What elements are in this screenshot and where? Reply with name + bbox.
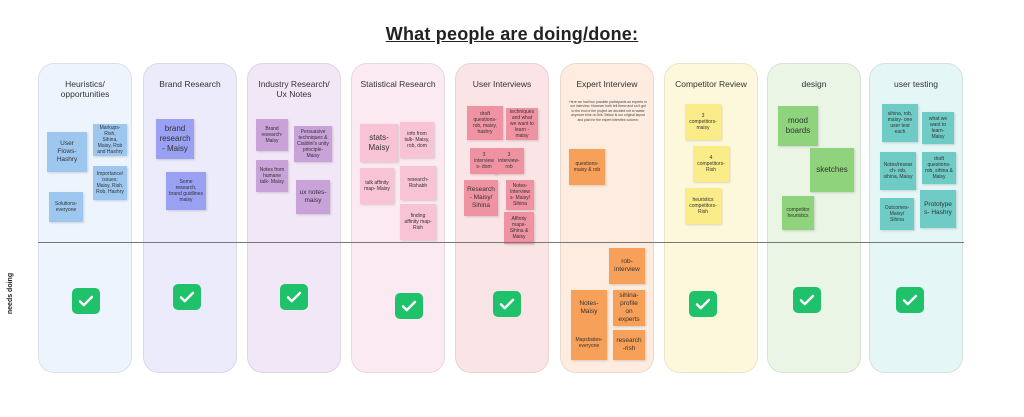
column-design: design mood boards sketches competitor h… (767, 63, 861, 373)
column-title: Heuristics/ opportunities (60, 79, 110, 99)
done-check[interactable] (173, 284, 201, 310)
check-icon (902, 294, 918, 306)
sticky-note[interactable]: research -rish (613, 330, 645, 360)
sticky-note[interactable]: Prototypes- Hashry (920, 190, 956, 228)
sticky-note[interactable]: 4 competitors- Rish (693, 146, 729, 182)
sticky-note[interactable]: talk affinity map- Maisy (360, 168, 394, 204)
done-check[interactable] (72, 288, 100, 314)
sticky-note[interactable]: mood boards (778, 106, 818, 146)
sticky-note[interactable]: stats- Maisy (360, 124, 398, 162)
sticky-note[interactable]: Notes from humane talk- Maisy (256, 160, 288, 192)
check-icon (179, 291, 195, 303)
sticky-note[interactable]: 3 interview- rob (494, 148, 524, 174)
sticky-note[interactable]: User Flows- Hashry (47, 132, 87, 172)
column-description: Here we had two possible participants as… (569, 100, 647, 122)
sticky-note[interactable]: Mapsbsites- everyone (571, 326, 607, 360)
sticky-note[interactable]: finding affinity map- Rish (400, 204, 436, 240)
sticky-note[interactable]: what we want to learn- Maisy (922, 112, 954, 144)
sticky-note[interactable]: Notes- Maisy (571, 290, 607, 326)
board-title: What people are doing/done: (385, 24, 639, 44)
check-icon (799, 294, 815, 306)
sticky-note[interactable]: ux notes- maisy (296, 180, 330, 214)
sticky-note[interactable]: Persuasive techniques & Cialdini's unity… (294, 126, 332, 162)
done-check[interactable] (493, 291, 521, 317)
sticky-note[interactable]: Markups- Rish, Sihina, Maisy, Rob and Ha… (93, 124, 127, 156)
column-user-interviews: User Interviews draft questions- rob, ma… (455, 63, 549, 373)
check-icon (401, 300, 417, 312)
sticky-note[interactable]: 3 interviews- dom (470, 148, 498, 174)
check-icon (695, 298, 711, 310)
sticky-note[interactable]: Notes- Interviews- Maisy/ Sihina (506, 180, 534, 210)
column-title: Industry Research/ Ux Notes (258, 79, 330, 99)
column-competitor-review: Competitor Review 3 competitors- maisy 4… (664, 63, 758, 373)
done-check[interactable] (280, 284, 308, 310)
sticky-note[interactable]: competitor heuristics (782, 196, 814, 230)
sticky-note[interactable]: rob- interview (609, 248, 645, 284)
sticky-note[interactable]: draft questions- rob, maisy, hashry (467, 106, 503, 140)
column-title: design (801, 79, 827, 89)
sticky-note[interactable]: sketches (810, 148, 854, 192)
sticky-note[interactable]: heuristics competitors- Rish (685, 188, 721, 224)
sticky-note[interactable]: Some research, brand guidlines maisy (166, 172, 206, 210)
column-title: Expert Interview (576, 79, 638, 89)
done-check[interactable] (896, 287, 924, 313)
column-expert-interview: Expert Interview Here we had two possibl… (560, 63, 654, 373)
column-title: Competitor Review (675, 79, 747, 89)
sticky-note[interactable]: questions- maisy & rob (569, 149, 605, 185)
done-check[interactable] (395, 293, 423, 319)
column-title: user testing (894, 79, 938, 89)
column-industry-research: Industry Research/ Ux Notes Brand resear… (247, 63, 341, 373)
sticky-note[interactable]: Notes/research- rob, sihina, Maisy (880, 152, 916, 190)
sticky-note[interactable]: Research- Maisy/ Sihina (464, 180, 498, 216)
sticky-note[interactable]: sihina, rob, maisy- one user test each (882, 104, 918, 142)
sticky-note[interactable]: Brand research- Maisy (256, 119, 288, 151)
sticky-note[interactable]: draft questions- rob, sihina & Maisy (922, 152, 956, 184)
row-label-needs-doing: needs doing (7, 272, 15, 315)
sticky-note[interactable]: research- Rishabh (400, 166, 436, 200)
sticky-note[interactable]: 3 competitors- maisy (685, 104, 721, 140)
sticky-note[interactable]: Importance/ issues: Maisy, Rish, Rob, Ha… (93, 166, 127, 200)
done-check[interactable] (793, 287, 821, 313)
column-user-testing: user testing sihina, rob, maisy- one use… (869, 63, 963, 373)
column-statistical-research: Statistical Research stats- Maisy info f… (351, 63, 445, 373)
done-check[interactable] (689, 291, 717, 317)
column-title: User Interviews (472, 79, 532, 89)
sticky-note[interactable]: brand research- Maisy (156, 119, 194, 159)
sticky-note[interactable]: info from talk- Maisy, rob, dom (400, 122, 434, 158)
sticky-note[interactable]: techniques and what we want to learn - m… (506, 108, 538, 140)
check-icon (286, 291, 302, 303)
column-heuristics: Heuristics/ opportunities User Flows- Ha… (38, 63, 132, 373)
sticky-note[interactable]: Solutions- everyone (49, 192, 83, 222)
check-icon (78, 295, 94, 307)
check-icon (499, 298, 515, 310)
column-title: Brand Research (159, 79, 221, 89)
column-brand-research: Brand Research brand research- Maisy Som… (143, 63, 237, 373)
sticky-note[interactable]: Outcomes- Maisy/ Sihina (880, 198, 914, 230)
row-divider (38, 242, 964, 243)
column-title: Statistical Research (360, 79, 436, 89)
sticky-note[interactable]: sihina- profile on experts (613, 290, 645, 326)
sticky-note[interactable]: Affinity maps- Sihina & Maisy (504, 212, 534, 244)
